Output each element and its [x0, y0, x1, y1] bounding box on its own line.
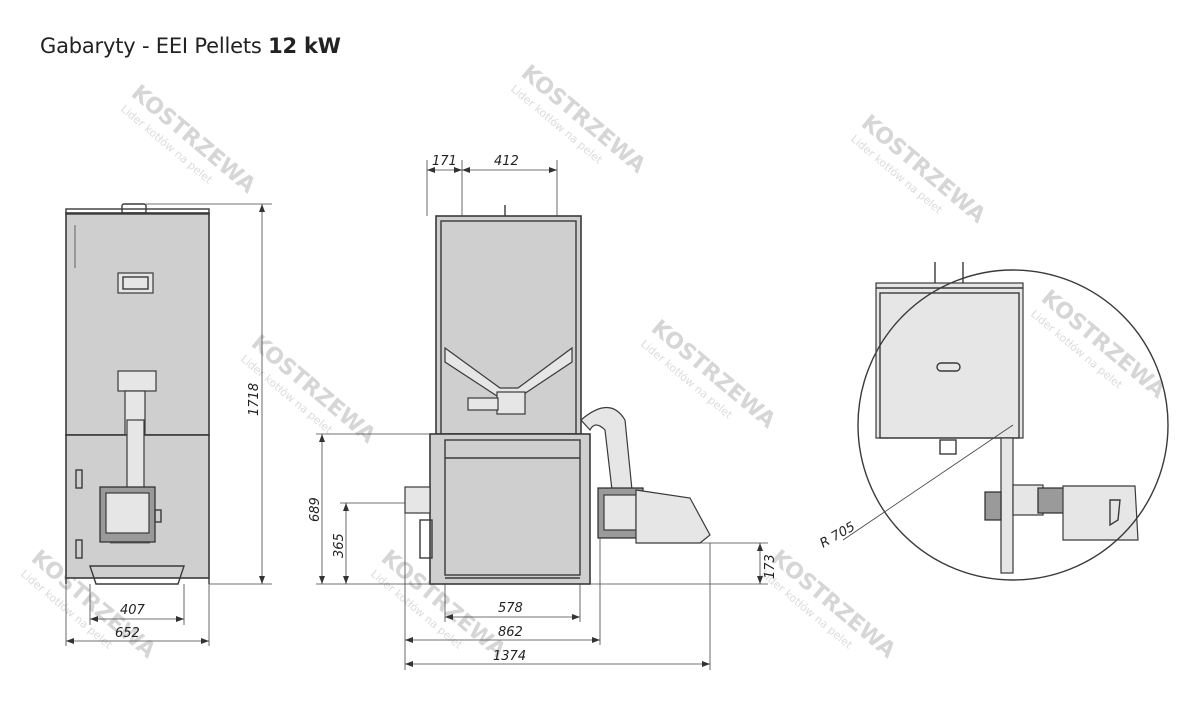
dim-front-height: 1718	[247, 383, 262, 416]
swing-radius-circle	[857, 269, 1169, 581]
radius-leader	[842, 424, 1014, 541]
dim-side-total-depth: 1374	[493, 649, 526, 664]
side-dimensions: 171 412 689 365 578 862 1374 173	[308, 154, 778, 670]
side-view	[404, 205, 711, 585]
burner-housing	[635, 489, 711, 544]
top-burner	[1062, 485, 1139, 541]
side-boiler-body	[429, 433, 591, 585]
ash-drawer	[89, 565, 185, 585]
top-feed-rail	[1000, 437, 1014, 574]
side-hopper	[435, 215, 582, 435]
dim-side-depth: 862	[498, 625, 523, 640]
flue-collar	[117, 370, 157, 392]
dim-top-radius: R 705	[818, 519, 858, 551]
fuel-level-window	[117, 272, 154, 294]
front-view	[65, 203, 210, 585]
dim-front-inner-width: 407	[120, 603, 146, 618]
dim-side-top-right: 412	[494, 154, 519, 169]
watermark-brand: KOSTRZEWA	[516, 60, 650, 178]
top-opening	[936, 362, 961, 372]
top-view: R 705	[818, 262, 1169, 581]
dim-burner-height: 173	[763, 554, 778, 579]
dim-front-width: 652	[115, 626, 140, 641]
front-dimensions: 1718 407 652	[65, 203, 272, 646]
page-title: Gabaryty - EEI Pellets 12 kW	[40, 34, 341, 58]
dim-side-height-lower: 365	[332, 533, 347, 558]
top-body	[875, 282, 1024, 439]
feeder-motor	[496, 391, 526, 415]
top-flue	[939, 439, 957, 455]
top-burner-end	[984, 491, 1002, 521]
dim-side-height-total: 689	[308, 497, 323, 522]
watermark-brand: KOSTRZEWA	[766, 545, 900, 663]
feed-pipe	[126, 419, 145, 491]
dim-side-top-left: 171	[432, 154, 457, 169]
hopper-funnel	[444, 346, 573, 399]
dim-side-inner-depth: 578	[498, 601, 523, 616]
watermark-brand: KOSTRZEWA	[646, 315, 780, 433]
watermark-brand: KOSTRZEWA	[1036, 285, 1170, 403]
watermark-brand: KOSTRZEWA	[126, 80, 260, 198]
watermark-brand: KOSTRZEWA	[856, 110, 990, 228]
watermark-brand: KOSTRZEWA	[246, 330, 380, 448]
hopper-top-edge	[65, 208, 210, 215]
rear-flue	[404, 486, 431, 514]
